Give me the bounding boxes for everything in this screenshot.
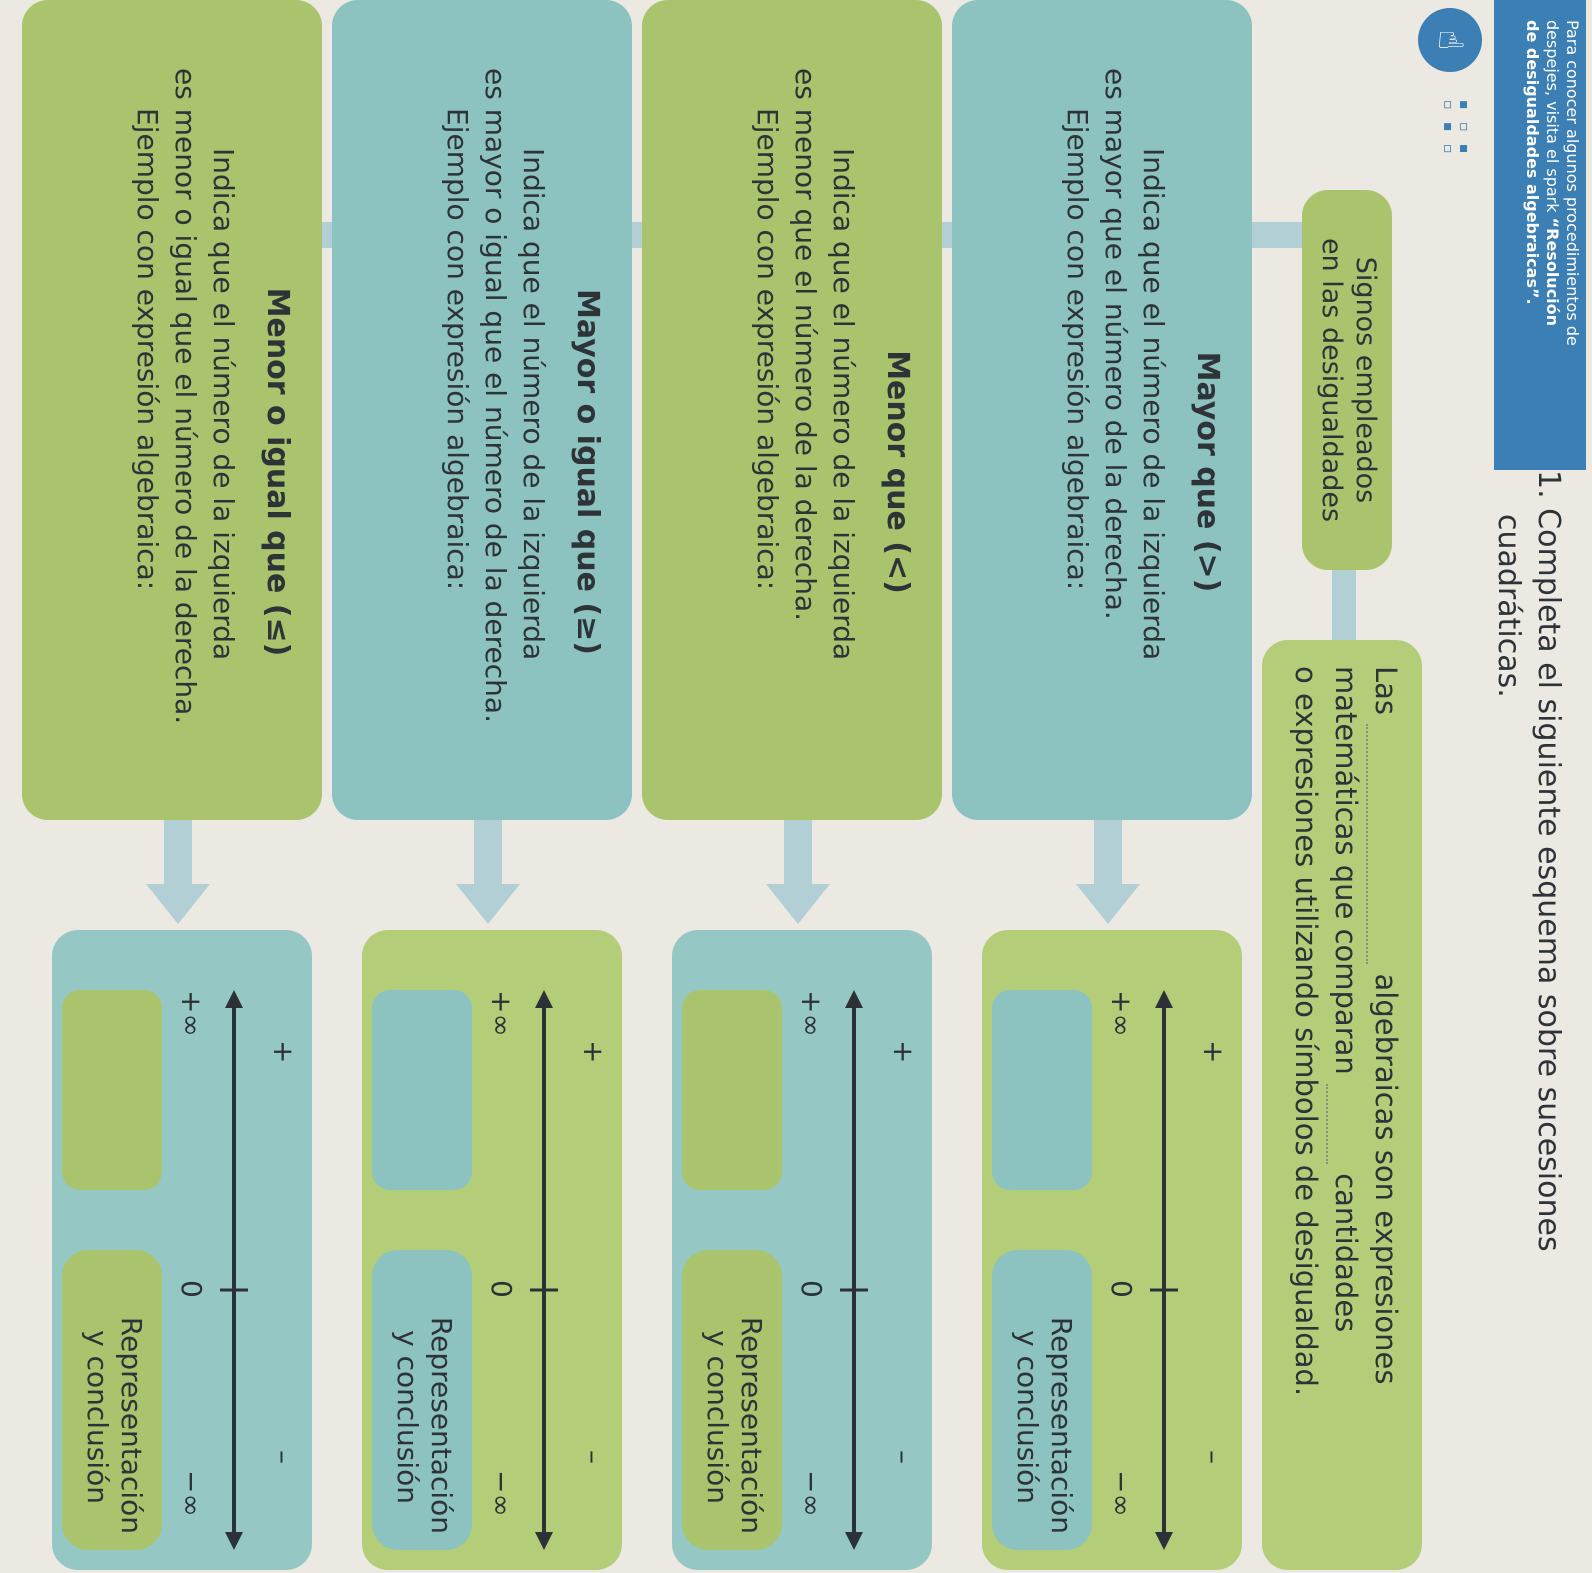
- minus-sign: –: [577, 1450, 610, 1464]
- blank-field-1[interactable]: [1366, 724, 1398, 965]
- minus-sign: –: [887, 1450, 920, 1464]
- representation-line2: y conclusión: [81, 1330, 114, 1504]
- sign-title: Mayor o igual que (≥): [570, 289, 605, 655]
- pos-infinity-label: +∞: [175, 990, 208, 1037]
- arrow-connector-stem: [474, 820, 502, 884]
- neg-infinity-label: −∞: [485, 1470, 518, 1517]
- instruction-line1: Completa el siguiente esquema sobre suce…: [1531, 508, 1566, 1252]
- arrow-connector-stem: [784, 820, 812, 884]
- spark-note-line1: Para conocer algunos procedimientos de: [1563, 20, 1582, 346]
- plus-sign: +: [577, 1040, 610, 1064]
- sign-desc-line1: Indica que el número de la izquierda: [827, 148, 860, 661]
- arrow-connector-head-icon: [146, 884, 210, 924]
- number-line-arrow: [1150, 990, 1178, 1550]
- representation-line1: Representación: [735, 1316, 768, 1534]
- sign-title: Mayor que (>): [1190, 351, 1225, 593]
- pos-infinity-label: +∞: [795, 990, 828, 1037]
- sign-title: Menor o igual que (≤): [260, 287, 295, 657]
- sign-desc-line3: Ejemplo con expresión algebraica:: [751, 108, 784, 591]
- neg-infinity-label: −∞: [795, 1470, 828, 1517]
- neg-infinity-label: −∞: [1105, 1470, 1138, 1517]
- sign-description-box: Mayor que (>) Indica que el número de la …: [952, 0, 1252, 820]
- plus-sign: +: [1197, 1040, 1230, 1064]
- arrow-connector-head-icon: [766, 884, 830, 924]
- representation-line1: Representación: [1045, 1316, 1078, 1534]
- minus-sign: –: [1197, 1450, 1230, 1464]
- signs-line1: Signos empleados: [1350, 256, 1381, 504]
- spark-note-banner: Para conocer algunos procedimientos de d…: [1494, 0, 1586, 470]
- pos-infinity-label: +∞: [1105, 990, 1138, 1037]
- spark-note-line2: despejes, visita el spark “Resolución: [1543, 20, 1562, 327]
- plus-sign: +: [887, 1040, 920, 1064]
- dots-decoration-icon: ▪ ▫ ▪▫ ▪ ▫: [1440, 100, 1472, 158]
- arrow-connector-stem: [1094, 820, 1122, 884]
- arrow-connector-head-icon: [1076, 884, 1140, 924]
- instruction-line2: cuadráticas.: [1491, 514, 1526, 698]
- sign-description-box: Menor que (<) Indica que el número de la …: [642, 0, 942, 820]
- sign-desc-line2: es menor que el número de la derecha.: [789, 68, 822, 622]
- blank-field-2[interactable]: [1326, 1083, 1358, 1164]
- zero-label: 0: [795, 1280, 828, 1298]
- definition-box: Las algebraicas son expresiones matemáti…: [1262, 640, 1422, 1570]
- representation-line2: y conclusión: [1011, 1330, 1044, 1504]
- signs-line2: en las desigualdades: [1316, 237, 1347, 523]
- instruction: 1. Completa el siguiente esquema sobre s…: [1488, 470, 1568, 1570]
- representation-line1: Representación: [425, 1316, 458, 1534]
- plus-sign: +: [267, 1040, 300, 1064]
- sign-desc-line3: Ejemplo con expresión algebraica:: [131, 108, 164, 591]
- pointer-hand-icon: ☝: [1418, 8, 1482, 72]
- number-line-arrow: [840, 990, 868, 1550]
- zero-label: 0: [485, 1280, 518, 1298]
- sign-desc-line2: es menor o igual que el número de la der…: [169, 68, 202, 725]
- sign-description-box: Menor o igual que (≤) Indica que el númer…: [22, 0, 322, 820]
- signs-used-box: Signos empleados en las desigualdades: [1302, 190, 1392, 570]
- sign-desc-line1: Indica que el número de la izquierda: [1137, 148, 1170, 661]
- definition-line2: matemáticas que comparan cantidades: [1326, 666, 1366, 1544]
- arrow-connector-stem: [164, 820, 192, 884]
- zero-label: 0: [1105, 1280, 1138, 1298]
- zero-label: 0: [175, 1280, 208, 1298]
- sign-desc-line1: Indica que el número de la izquierda: [207, 148, 240, 661]
- instruction-number: 1.: [1531, 470, 1566, 499]
- spark-note-line3: de desigualdades algebraicas”.: [1523, 20, 1542, 305]
- sign-desc-line2: es mayor que el número de la derecha.: [1099, 68, 1132, 620]
- number-line-arrow: [220, 990, 248, 1550]
- representation-line2: y conclusión: [391, 1330, 424, 1504]
- sign-description-box: Mayor o igual que (≥) Indica que el númer…: [332, 0, 632, 820]
- neg-infinity-label: −∞: [175, 1470, 208, 1517]
- answer-box[interactable]: [682, 990, 782, 1190]
- answer-box[interactable]: [62, 990, 162, 1190]
- definition-line3: o expresiones utilizando símbolos de des…: [1289, 666, 1323, 1397]
- pos-infinity-label: +∞: [485, 990, 518, 1037]
- definition-line1: Las algebraicas son expresiones: [1366, 666, 1406, 1544]
- number-line-arrow: [530, 990, 558, 1550]
- sign-desc-line2: es mayor o igual que el número de la der…: [479, 68, 512, 723]
- representation-line2: y conclusión: [701, 1330, 734, 1504]
- minus-sign: –: [267, 1450, 300, 1464]
- answer-box[interactable]: [992, 990, 1092, 1190]
- sign-desc-line1: Indica que el número de la izquierda: [517, 148, 550, 661]
- sign-title: Menor que (<): [880, 350, 915, 594]
- sign-desc-line3: Ejemplo con expresión algebraica:: [441, 108, 474, 591]
- answer-box[interactable]: [372, 990, 472, 1190]
- representation-line1: Representación: [115, 1316, 148, 1534]
- sign-desc-line3: Ejemplo con expresión algebraica:: [1061, 108, 1094, 591]
- arrow-connector-head-icon: [456, 884, 520, 924]
